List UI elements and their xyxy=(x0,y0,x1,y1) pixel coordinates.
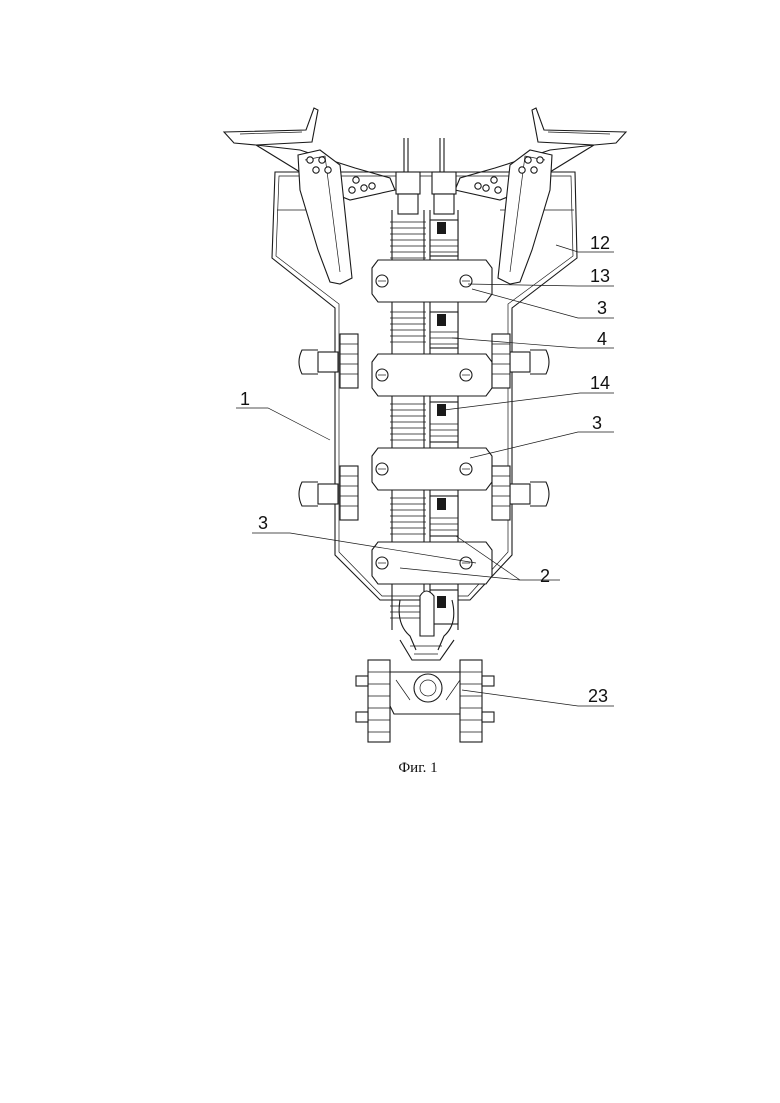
lug-left-lower xyxy=(299,466,358,520)
lower-coupling-assembly xyxy=(356,591,494,742)
label-3: 3 xyxy=(592,413,602,433)
label-3: 3 xyxy=(597,298,607,318)
label-3: 3 xyxy=(258,513,268,533)
clamp-plate-1 xyxy=(372,260,492,302)
label-14: 14 xyxy=(590,373,610,393)
clamp-plate-2 xyxy=(372,354,492,396)
lug-right-lower xyxy=(492,466,549,520)
figure-caption: Фиг. 1 xyxy=(398,760,437,776)
label-4: 4 xyxy=(597,329,607,349)
label-23: 23 xyxy=(588,686,608,706)
label-13: 13 xyxy=(590,266,610,286)
clamp-plate-3 xyxy=(372,448,492,490)
label-12: 12 xyxy=(590,233,610,253)
label-2: 2 xyxy=(540,566,550,586)
lower-right-flange xyxy=(460,660,494,742)
lower-left-flange xyxy=(356,660,390,742)
left-upper-arm xyxy=(224,108,395,284)
right-upper-arm xyxy=(455,108,626,284)
lug-left-upper xyxy=(299,334,358,388)
label-1: 1 xyxy=(240,389,250,409)
